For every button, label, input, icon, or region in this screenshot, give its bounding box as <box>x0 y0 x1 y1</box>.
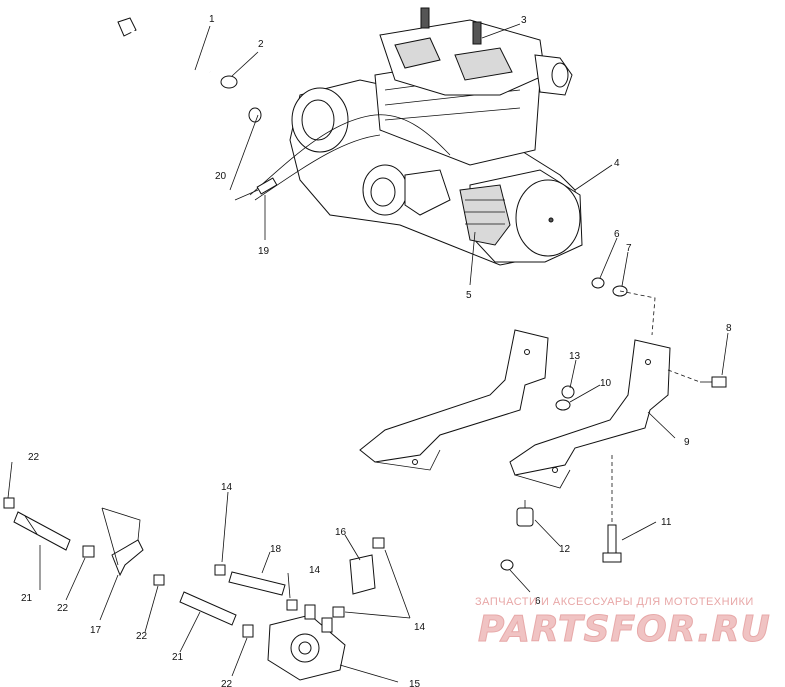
engine-mount-bracket-left <box>359 329 549 471</box>
watermark: ЗАПЧАСТИ И АКСЕССУАРЫ ДЛЯ МОТОТЕХНИКИ PA… <box>475 596 771 651</box>
callout-22c: 22 <box>136 631 148 642</box>
callout-6a: 6 <box>614 229 620 240</box>
engine-mount-bracket-right <box>509 339 671 489</box>
clamp-22-d <box>242 624 254 638</box>
callout-14b: 14 <box>309 565 321 576</box>
hose-16 <box>349 554 376 595</box>
callout-1: 1 <box>209 14 215 25</box>
washer-2 <box>220 75 238 89</box>
watermark-brand: PARTSFOR.RU <box>478 609 771 650</box>
callout-12: 12 <box>559 544 571 555</box>
clamp-16-bot <box>332 606 345 618</box>
callout-10: 10 <box>600 378 612 389</box>
leader-lines <box>7 23 729 683</box>
callout-21a: 21 <box>21 593 33 604</box>
callout-20: 20 <box>215 171 227 182</box>
clamp-14-b <box>286 599 298 611</box>
hose-21-left <box>13 511 71 551</box>
tee-fitting-17 <box>101 507 144 577</box>
callout-22d: 22 <box>221 679 233 687</box>
hose-18 <box>228 571 286 596</box>
callout-14a: 14 <box>221 482 233 493</box>
damper-12 <box>516 500 534 527</box>
callout-11: 11 <box>661 517 672 528</box>
callouts: 1 2 3 4 5 6 7 8 9 10 11 12 13 14 14 14 1… <box>21 14 732 687</box>
nut-20 <box>248 107 262 123</box>
callout-14c: 14 <box>414 622 426 633</box>
washer-10 <box>555 399 571 411</box>
callout-4: 4 <box>614 158 620 169</box>
callout-16: 16 <box>335 527 347 538</box>
damper-stud-8 <box>700 376 727 388</box>
callout-6b: 6 <box>535 596 541 607</box>
water-pump-housing-15 <box>267 604 346 681</box>
callout-22b: 22 <box>57 603 69 614</box>
clamp-22-b <box>82 545 95 558</box>
callout-3: 3 <box>521 15 527 26</box>
callout-21b: 21 <box>172 652 184 663</box>
watermark-tagline: ЗАПЧАСТИ И АКСЕССУАРЫ ДЛЯ МОТОТЕХНИКИ <box>475 596 754 608</box>
callout-2: 2 <box>258 39 264 50</box>
callout-19: 19 <box>258 246 270 257</box>
callout-17: 17 <box>90 625 102 636</box>
callout-18: 18 <box>270 544 282 555</box>
clamp-22-a <box>3 497 15 509</box>
nut-13 <box>561 385 575 399</box>
callout-5: 5 <box>466 290 472 301</box>
nut-6 <box>591 277 605 289</box>
engine-assembly <box>234 7 583 266</box>
bolt-11 <box>602 524 622 563</box>
callout-8: 8 <box>726 323 732 334</box>
callout-13: 13 <box>569 351 581 362</box>
hose-21-mid <box>179 591 237 626</box>
clamp-22-c <box>153 574 165 586</box>
clamp-16-top <box>372 537 385 549</box>
callout-7: 7 <box>626 243 632 254</box>
mount-bolt-1 <box>117 17 211 74</box>
clamp-14-a <box>214 564 226 576</box>
callout-22a: 22 <box>28 452 40 463</box>
callout-9: 9 <box>684 437 690 448</box>
callout-15: 15 <box>409 679 421 687</box>
nut-6b <box>500 559 514 571</box>
